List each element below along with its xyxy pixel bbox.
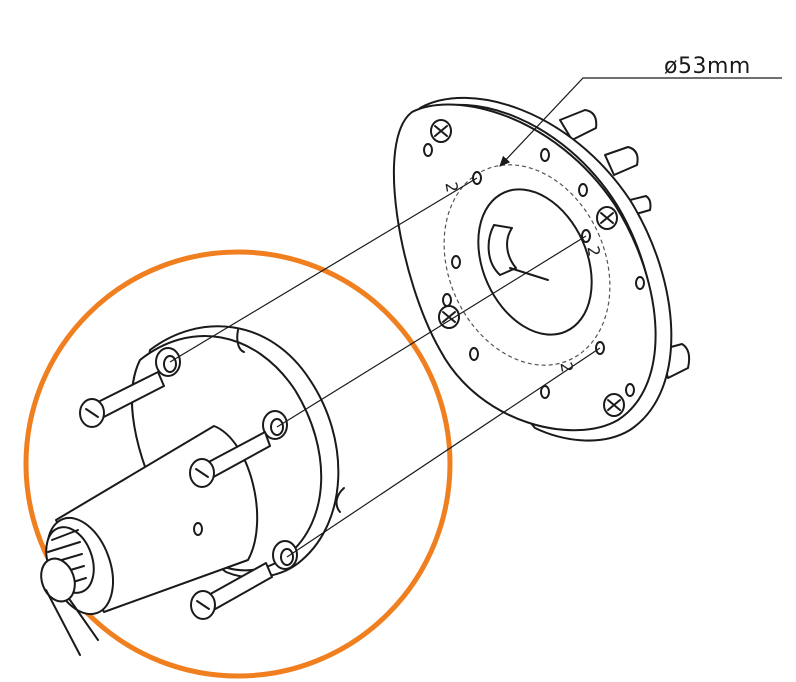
pin bbox=[604, 146, 639, 176]
assembly-axes bbox=[169, 177, 601, 558]
flange-screw bbox=[596, 206, 618, 230]
screw bbox=[79, 371, 165, 428]
hole bbox=[469, 347, 479, 361]
pin bbox=[559, 109, 598, 141]
hole bbox=[423, 143, 433, 157]
hole bbox=[540, 385, 550, 399]
motor-hub bbox=[40, 325, 345, 656]
axis-line bbox=[286, 347, 601, 558]
axis-line bbox=[169, 177, 478, 363]
hole bbox=[578, 183, 588, 197]
dimension-label: ø53mm bbox=[664, 54, 751, 79]
flange-screw bbox=[430, 119, 452, 143]
screw bbox=[190, 562, 273, 620]
bolt-circle bbox=[443, 164, 611, 366]
hole bbox=[625, 383, 635, 397]
screw bbox=[189, 431, 271, 488]
set-screw-hole bbox=[193, 522, 203, 536]
hole bbox=[540, 148, 550, 162]
axis-line bbox=[276, 235, 587, 428]
flange-screw bbox=[438, 305, 460, 329]
hole-label: 2 bbox=[583, 244, 603, 257]
hole bbox=[451, 255, 461, 269]
dimension-leader bbox=[499, 77, 782, 167]
flange-rim bbox=[419, 96, 673, 442]
splined-shaft bbox=[40, 526, 99, 656]
counterbore bbox=[155, 347, 181, 377]
hole bbox=[442, 293, 452, 307]
flange-screw bbox=[603, 393, 625, 417]
detail-circle bbox=[23, 249, 453, 679]
flange-plate bbox=[392, 96, 691, 442]
hole-label: 2 bbox=[556, 360, 576, 373]
bore-keyway bbox=[487, 224, 517, 276]
counterbore bbox=[272, 540, 298, 570]
hole bbox=[635, 276, 645, 290]
